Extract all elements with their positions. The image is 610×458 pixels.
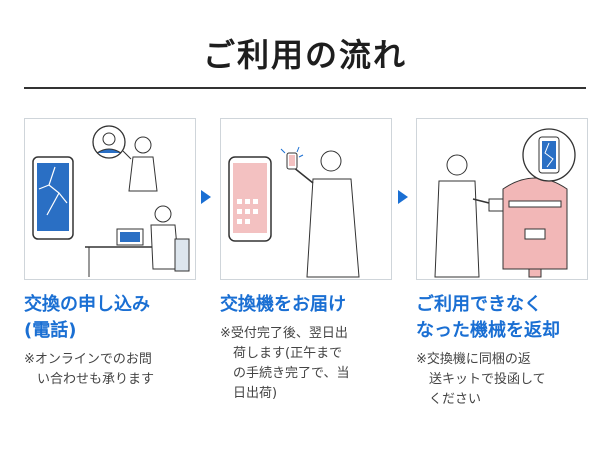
mailbox-icon: [502, 177, 568, 278]
broken-phone-icon: [32, 156, 74, 240]
step-1-note: ※オンラインでのお問 い合わせも承ります: [24, 352, 155, 387]
page-title: ご利用の流れ: [202, 36, 407, 74]
step-2-title: 交換機をお届け: [220, 294, 346, 315]
arrow-right-icon: [398, 190, 408, 204]
arrow-right-icon: [201, 190, 211, 204]
step-application: 交換の申し込み (電話) ※オンラインでのお問 い合わせも承ります: [24, 118, 196, 390]
step-3-title: ご利用できなく なった機械を返却: [416, 294, 560, 341]
step-2-note: ※受付完了後、翌日出 荷します(正午まで の手続き完了で、当 日出荷): [220, 326, 350, 401]
step-1-title: 交換の申し込み (電話): [24, 294, 150, 341]
step-1-illustration: [24, 118, 196, 280]
step-2-illustration: [220, 118, 392, 280]
step-delivery: 交換機をお届け ※受付完了後、翌日出 荷します(正午まで の手続き完了で、当 日…: [220, 118, 392, 404]
step-3-note: ※交換機に同梱の返 送キットで投函して ください: [416, 352, 546, 407]
step-3-illustration: [416, 118, 588, 280]
new-phone-icon: [228, 156, 272, 242]
step-return: ご利用できなく なった機械を返却 ※交換機に同梱の返 送キットで投函して くださ…: [416, 118, 588, 410]
title-divider: [24, 87, 586, 89]
